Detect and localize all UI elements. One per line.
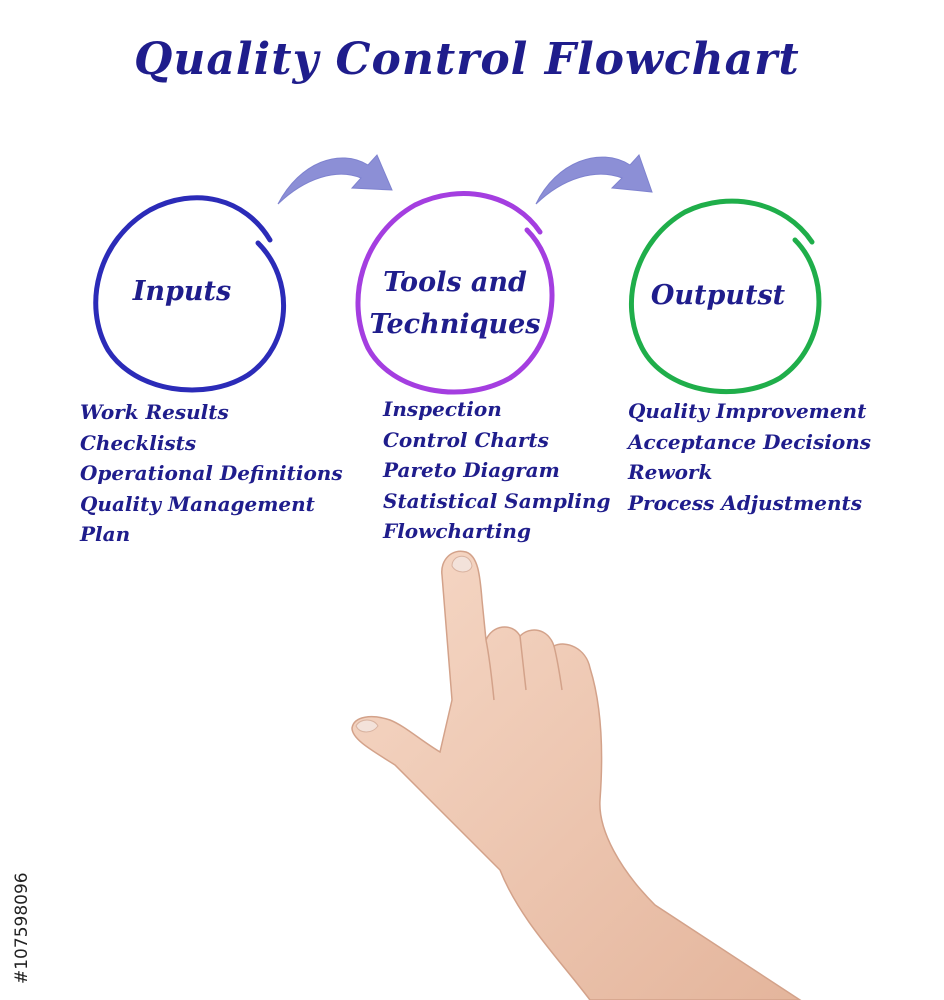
list-item: Checklists: [80, 430, 197, 455]
stock-id-text: #107598096: [12, 872, 32, 984]
tools-label-line-2: Techniques: [369, 309, 541, 340]
tools-label-line-1: Tools and: [383, 267, 527, 298]
list-item: Quality Management: [80, 491, 315, 516]
outputs-circle: [628, 198, 822, 395]
outputs-list: Quality Improvement Acceptance Decisions…: [628, 396, 871, 518]
page-title: Quality Control Flowchart: [134, 34, 800, 85]
tools-label: Tools and Techniques: [350, 262, 560, 346]
list-item: Quality Improvement: [628, 399, 867, 423]
list-item: Process Adjustments: [628, 490, 863, 515]
list-item: Flowcharting: [383, 519, 531, 543]
inputs-list: Work Results Checklists Operational Defi…: [80, 397, 343, 550]
list-item: Pareto Diagram: [383, 458, 560, 482]
list-item: Rework: [628, 460, 713, 484]
inputs-circle: [93, 195, 286, 393]
tools-circle: [355, 191, 555, 395]
arrow-1: [277, 154, 393, 205]
list-item: Inspection: [383, 397, 502, 421]
inputs-label: Inputs: [132, 276, 232, 307]
list-item: Statistical Sampling: [383, 488, 611, 513]
list-item: Work Results: [80, 400, 229, 424]
outputs-label: Outputst: [650, 280, 786, 311]
stock-id-watermark: #107598096: [12, 764, 38, 984]
list-item: Operational Definitions: [80, 461, 343, 485]
list-item: Control Charts: [383, 427, 549, 452]
list-item: Plan: [80, 522, 131, 546]
arrow-2: [535, 154, 653, 205]
tools-list: Inspection Control Charts Pareto Diagram…: [383, 394, 611, 547]
list-item: Acceptance Decisions: [628, 429, 872, 454]
